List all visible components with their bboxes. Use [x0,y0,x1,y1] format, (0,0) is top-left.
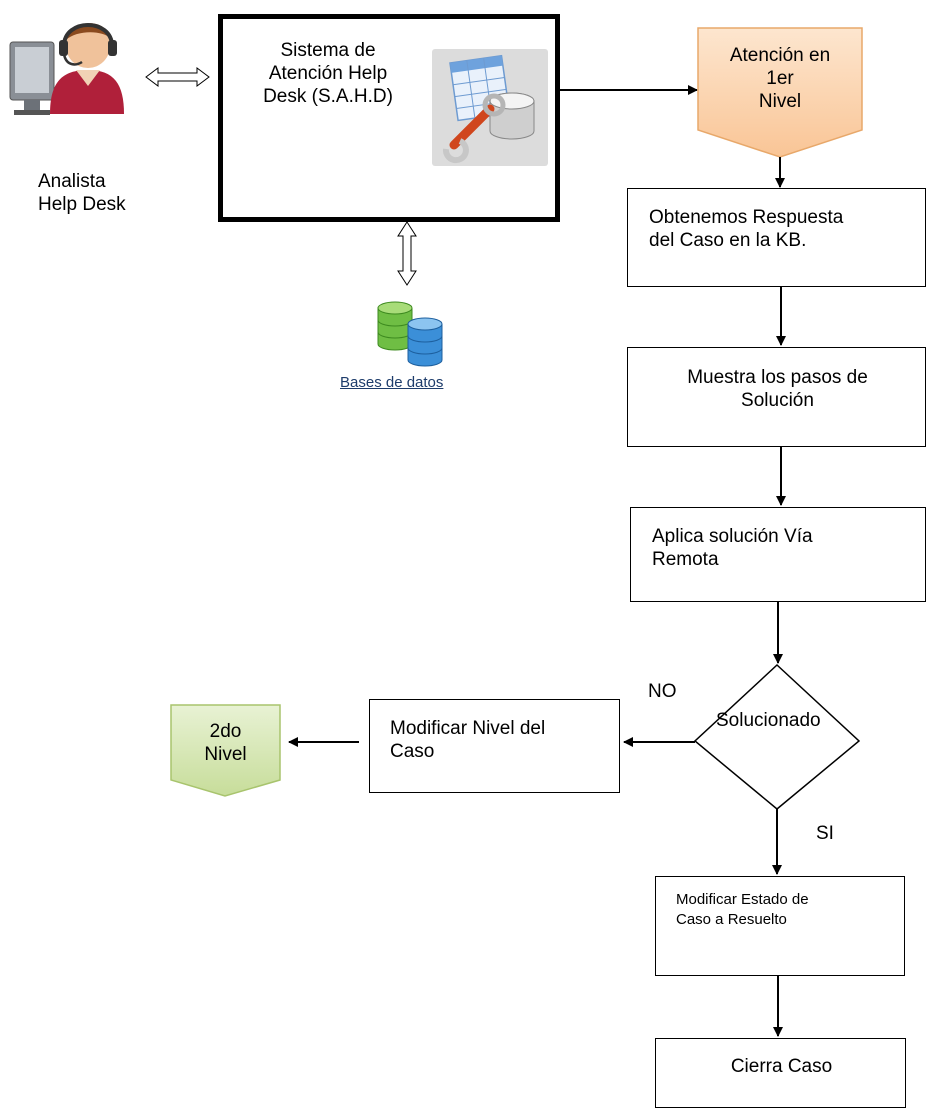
system-title-line2: Atención Help [268,63,388,84]
database-label: Bases de datos [340,374,444,391]
step-kb-line1: Obtenemos Respuesta [649,207,844,228]
level2-shape [170,704,281,797]
level1-line1: Atención en [729,45,831,66]
level1-line2: 1er [766,68,794,89]
decision-no-label: NO [648,681,677,702]
step-remote-line1: Aplica solución Vía [652,526,813,547]
step-resolved-box: Modificar Estado de Caso a Resuelto [655,876,905,976]
level2-label: 2do Nivel [171,720,280,766]
level2-line2: Nivel [204,744,247,765]
analyst-label-line2: Help Desk [38,194,126,215]
step-kb-box: Obtenemos Respuesta del Caso en la KB. [627,188,926,287]
step-resolved-line2: Caso a Resuelto [676,911,787,928]
step-steps-line1: Muestra los pasos de [687,367,868,388]
analyst-label: Analista Help Desk [38,170,126,216]
double-arrow-analyst-system [145,67,210,87]
step-resolved-text: Modificar Estado de Caso a Resuelto [676,890,809,930]
analyst-label-line1: Analista [38,171,106,192]
step-modify-level-box: Modificar Nivel del Caso [369,699,620,793]
step-modify-level-text: Modificar Nivel del Caso [390,717,545,763]
system-title: Sistema de Atención Help Desk (S.A.H.D) [233,39,423,108]
double-arrow-system-database [397,221,417,286]
step-steps-box: Muestra los pasos de Solución [627,347,926,447]
step-resolved-line1: Modificar Estado de [676,891,809,908]
level2-line1: 2do [209,721,242,742]
level1-label: Atención en 1er Nivel [698,44,862,113]
step-modify-level-line2: Caso [390,741,435,762]
step-kb-text: Obtenemos Respuesta del Caso en la KB. [649,206,843,252]
system-title-line3: Desk (S.A.H.D) [263,86,393,107]
level1-shape [697,27,863,158]
step-kb-line2: del Caso en la KB. [649,230,807,251]
step-remote-box: Aplica solución Vía Remota [630,507,926,602]
headset-operator-icon [6,4,134,122]
decision-label: Solucionado [716,710,821,731]
level1-line3: Nivel [758,91,802,112]
step-close-text: Cierra Caso [730,1056,833,1077]
database-cylinders-icon [372,298,458,368]
step-remote-line2: Remota [652,549,719,570]
table-wrench-database-icon [432,49,548,166]
step-steps-text: Muestra los pasos de Solución [628,366,926,412]
system-box: Sistema de Atención Help Desk (S.A.H.D) [218,14,560,222]
decision-diamond [693,663,861,810]
step-remote-text: Aplica solución Vía Remota [652,525,813,571]
decision-yes-label: SI [816,823,834,844]
step-close-box: Cierra Caso [655,1038,906,1108]
step-modify-level-line1: Modificar Nivel del [390,718,546,739]
system-title-line1: Sistema de [280,40,376,61]
step-steps-line2: Solución [741,390,814,411]
